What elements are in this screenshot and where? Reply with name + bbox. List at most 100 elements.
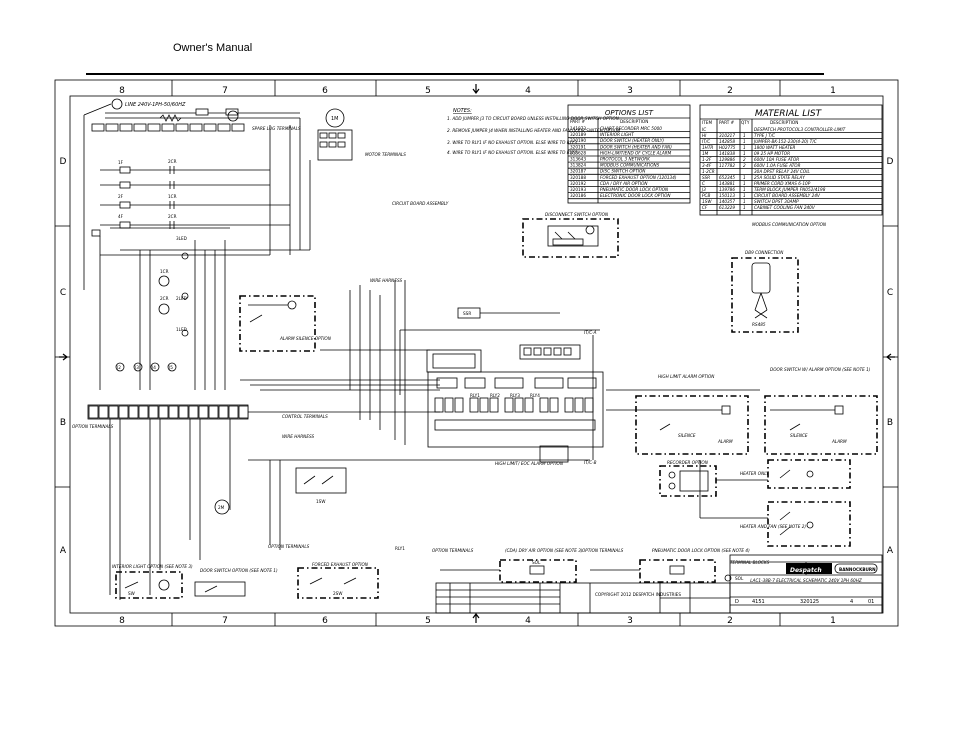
- zone-row: A: [60, 546, 67, 556]
- terminal-cell: [198, 405, 209, 419]
- control-terminals: OPTION TERMINALS CONTROL TERMINALS WIRE …: [72, 404, 590, 600]
- material-cell: TERM BLOCK JUMPER FN052/4198: [754, 187, 826, 192]
- svg-text:3LED: 3LED: [176, 236, 187, 241]
- note-item: 4. WIRE TO RLY1 IF NO EXHAUST OPTION. EL…: [447, 150, 578, 155]
- outer-frame: [54, 79, 899, 627]
- pneumatic-door-label: PNEUMATIC DOOR LOCK OPTION (SEE NOTE 4): [652, 548, 750, 553]
- option-terminals-2: OPTION TERMINALS: [268, 544, 310, 549]
- material-cell: 1: [743, 187, 746, 192]
- terminal-cell: [168, 405, 179, 419]
- zone-row: C: [887, 288, 893, 298]
- material-cell: PRIMER CORD XMAS 6-10P: [754, 181, 811, 186]
- terminal-cell: [178, 405, 189, 419]
- option-terminals-3: OPTION TERMINALS: [432, 548, 474, 553]
- power-cord-plug-icon: [111, 98, 123, 110]
- page-header: Owner's Manual: [173, 42, 253, 54]
- option-part: 320191: [570, 144, 586, 149]
- svg-text:J4: J4: [151, 365, 156, 370]
- 1sw-label: 1SW: [316, 499, 325, 504]
- material-cell: C: [702, 181, 705, 186]
- material-cell: IC: [702, 127, 706, 132]
- zone-col: 6: [322, 616, 328, 626]
- material-cell: 600V 10A FUSE ATOR: [754, 157, 799, 162]
- relay-label: RLY2: [490, 393, 500, 398]
- title-block: Despatch BANNOCKBURN LAC1-38B-7 ELECTRIC…: [435, 554, 883, 614]
- zone-col: 4: [525, 86, 531, 96]
- wire-harness-label: WIRE HARNESS: [370, 278, 402, 283]
- note-item: 1. ADD JUMPER J3 TO CIRCUIT BOARD UNLESS…: [447, 116, 620, 121]
- option-part: 320193: [570, 187, 586, 192]
- terminal-cell: [88, 405, 99, 419]
- material-header: QTY: [741, 120, 750, 125]
- svg-text:1M: 1M: [331, 116, 339, 122]
- material-cell: 3-4F: [702, 163, 712, 168]
- door-switch-option: DOOR SWITCH OPTION (SEE NOTE 1): [194, 568, 278, 597]
- fscm: 4151: [752, 599, 765, 605]
- control-terminals-label: CONTROL TERMINALS: [282, 414, 328, 419]
- header-rule: [86, 73, 824, 75]
- material-cell: 1M: [702, 151, 709, 156]
- material-cell: 310217: [719, 133, 735, 138]
- door-switch-alarm-label: DOOR SWITCH W/ ALARM OPTION (SEE NOTE 1): [770, 367, 871, 372]
- material-cell: SSR: [702, 175, 710, 180]
- option-terminals-4: OPTION TERMINALS: [582, 548, 624, 553]
- brand-name: BANNOCKBURN: [839, 567, 876, 572]
- zone-labels-rows: D C B A D C B A: [60, 157, 894, 556]
- sol-label-2: SOL: [735, 576, 744, 581]
- modbus-label: MODBUS COMMUNICATION OPTION: [752, 222, 827, 227]
- material-list: MATERIAL LIST ITEM PART # QTY DESCRIPTIO…: [699, 104, 883, 216]
- material-cell: 2: [743, 163, 746, 168]
- svg-text:1CR: 1CR: [168, 194, 177, 199]
- heater-fan-label: HEATER AND FAN (SEE NOTE 2): [740, 524, 806, 529]
- heater-only-option: HEATER ONLY: [716, 459, 851, 489]
- material-cell: 600V 1.0A FUSE ATOR: [754, 163, 801, 168]
- silence-label-2: SILENCE: [790, 433, 808, 438]
- door-switch-alarm-option: DOOR SWITCH W/ ALARM OPTION (SEE NOTE 1)…: [764, 367, 878, 455]
- notes-title: NOTES:: [453, 108, 472, 114]
- option-description: DOOR SWITCH (HEATER ONLY): [600, 138, 664, 143]
- zone-col: 3: [627, 86, 633, 96]
- relay-label: RLY3: [510, 393, 520, 398]
- controller-board: RLY1 RLY2 RLY3 RLY4 HIGH LIMIT/ EOC ALAR…: [426, 344, 604, 466]
- terminal-cell: [118, 405, 129, 419]
- option-part: 320186: [570, 193, 586, 198]
- sw-label: SW: [128, 591, 135, 596]
- zone-row: C: [60, 288, 66, 298]
- zone-col: 6: [322, 86, 328, 96]
- zone-col: 1: [830, 86, 836, 96]
- zone-col: 1: [830, 616, 836, 626]
- terminal-blocks-label: TERMINAL BLOCKS: [730, 560, 770, 565]
- door-switch-option-label: DOOR SWITCH OPTION (SEE NOTE 1): [200, 568, 278, 573]
- ssr-harness: WIRE HARNESS SSR IT/C-A IT/C-B: [240, 278, 600, 465]
- zone-col: 7: [222, 616, 228, 626]
- option-description: CHART RECORDER MRC 5000: [600, 126, 662, 131]
- material-cell: 1: [743, 181, 746, 186]
- zone-col: 8: [119, 86, 125, 96]
- material-cell: 1: [743, 133, 746, 138]
- spare-lug-terminals: [91, 123, 245, 132]
- zone-col: 2: [727, 616, 733, 626]
- rly1-bottom: RLY1: [395, 546, 405, 551]
- zone-col: 4: [525, 616, 531, 626]
- material-cell: 2: [743, 157, 746, 162]
- material-cell: 1: [743, 175, 746, 180]
- rs485-label: RS485: [752, 322, 766, 327]
- material-cell: 25A SOLID STATE RELAY: [754, 175, 805, 180]
- options-header: PART #: [570, 119, 586, 124]
- company-name: Despatch: [790, 567, 822, 574]
- silence-label: SILENCE: [678, 433, 696, 438]
- fuse-icon: [225, 108, 239, 116]
- drawing-title: LAC1-38B-7 ELECTRICAL SCHEMATIC 240V 1PH…: [750, 578, 862, 583]
- svg-text:2M: 2M: [218, 505, 225, 510]
- material-cell: 129886: [719, 157, 735, 162]
- material-cell: PCB: [702, 193, 710, 198]
- svg-text:J3: J3: [134, 365, 139, 370]
- cda-dry-air-option: OPTION TERMINALS (CDA) DRY AIR OPTION (S…: [432, 548, 583, 583]
- option-description: HIGH-LIMIT/END OF CYCLE ALARM: [600, 150, 672, 155]
- solenoid-icon: [529, 565, 545, 575]
- material-cell: 1800 WATT HEATER: [754, 145, 795, 150]
- terminal-cell: [138, 405, 149, 419]
- option-part: 313824: [570, 163, 586, 168]
- material-cell: 1: [743, 205, 746, 210]
- solenoid-icon: [669, 565, 685, 575]
